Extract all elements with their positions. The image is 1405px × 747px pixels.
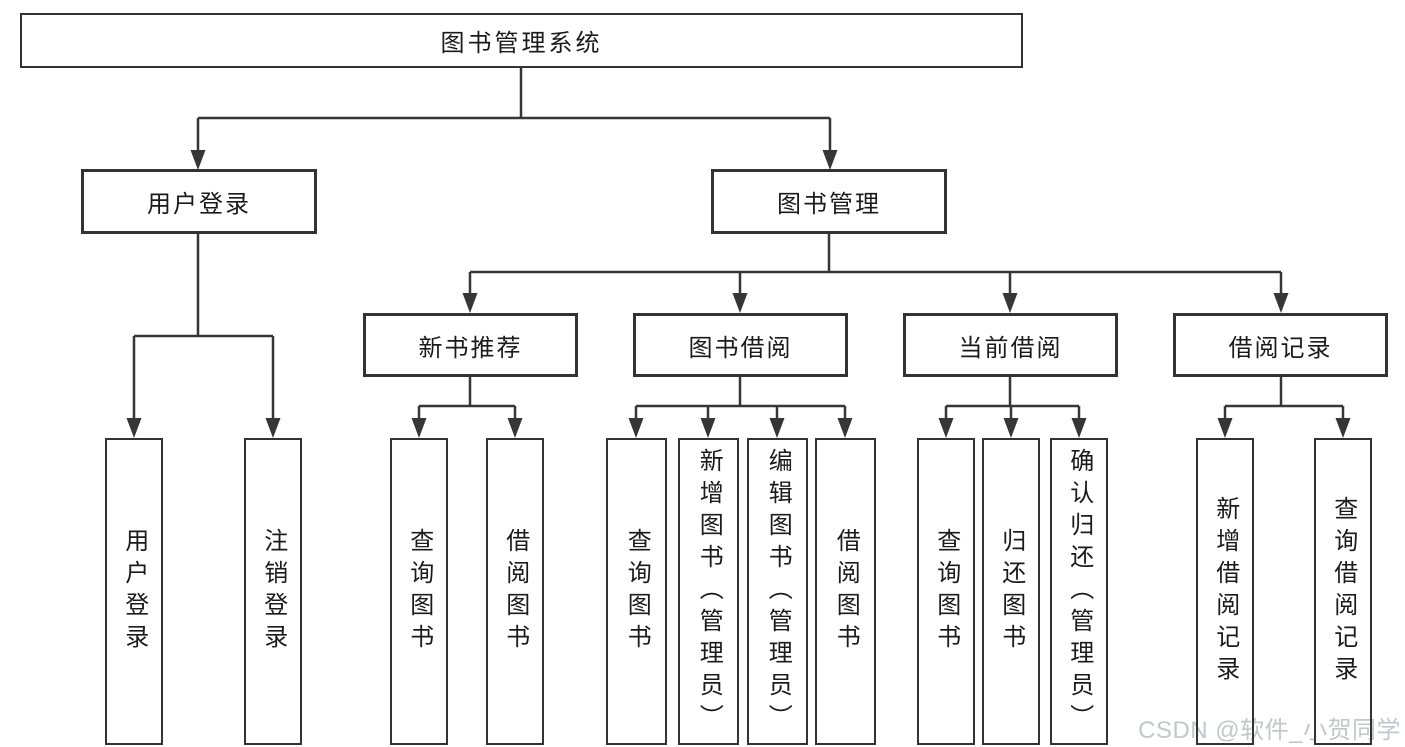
node-library-management-system: 图书管理系统: [20, 13, 1023, 68]
leaf-label: 查询借阅记录: [1329, 495, 1357, 688]
leaf-label: 查询图书: [623, 527, 651, 656]
csdn-watermark: CSDN @软件_小贺同学: [1138, 717, 1401, 744]
leaf-records-add-borrow-record: 新增借阅记录: [1196, 438, 1254, 745]
leaf-current-confirm-return-admin: 确认归还（管理员）: [1050, 438, 1108, 745]
leaf-borrowing-borrow-books: 借阅图书: [815, 438, 876, 745]
leaf-label: 新增图书（管理员）: [695, 447, 723, 736]
node-current-borrowing: 当前借阅: [903, 313, 1118, 377]
node-new-book-recommend: 新书推荐: [363, 313, 578, 377]
leaf-label: 用户登录: [120, 527, 148, 656]
leaf-label: 借阅图书: [501, 527, 529, 656]
leaf-label: 查询图书: [405, 527, 433, 656]
node-book-management: 图书管理: [711, 169, 947, 234]
leaf-user-login: 用户登录: [105, 438, 163, 745]
leaf-newbook-query-books: 查询图书: [390, 438, 448, 745]
leaf-current-query-books: 查询图书: [917, 438, 975, 745]
leaf-newbook-borrow-books: 借阅图书: [486, 438, 544, 745]
leaf-current-return-books: 归还图书: [982, 438, 1040, 745]
node-borrowing-records: 借阅记录: [1173, 313, 1388, 377]
node-book-borrowing: 图书借阅: [633, 313, 848, 377]
leaf-label: 借阅图书: [832, 527, 860, 656]
leaf-records-query-borrow-record: 查询借阅记录: [1314, 438, 1372, 745]
node-label: 图书管理: [777, 191, 881, 218]
node-label: 图书借阅: [688, 334, 793, 362]
leaf-borrowing-query-books: 查询图书: [606, 438, 667, 745]
node-label: 图书管理系统: [440, 30, 603, 57]
leaf-borrowing-edit-books-admin: 编辑图书（管理员）: [747, 438, 808, 745]
node-label: 借阅记录: [1228, 334, 1333, 362]
node-label: 当前借阅: [958, 334, 1063, 362]
leaf-label: 编辑图书（管理员）: [764, 447, 792, 736]
leaf-label: 查询图书: [932, 527, 960, 656]
leaf-label: 确认归还（管理员）: [1065, 447, 1093, 736]
leaf-label: 归还图书: [997, 527, 1025, 656]
node-user-login: 用户登录: [81, 169, 317, 234]
leaf-logout: 注销登录: [244, 438, 302, 745]
node-label: 用户登录: [147, 191, 251, 218]
leaf-borrowing-add-books-admin: 新增图书（管理员）: [678, 438, 739, 745]
leaf-label: 新增借阅记录: [1211, 495, 1239, 688]
node-label: 新书推荐: [418, 334, 523, 362]
leaf-label: 注销登录: [259, 527, 287, 656]
